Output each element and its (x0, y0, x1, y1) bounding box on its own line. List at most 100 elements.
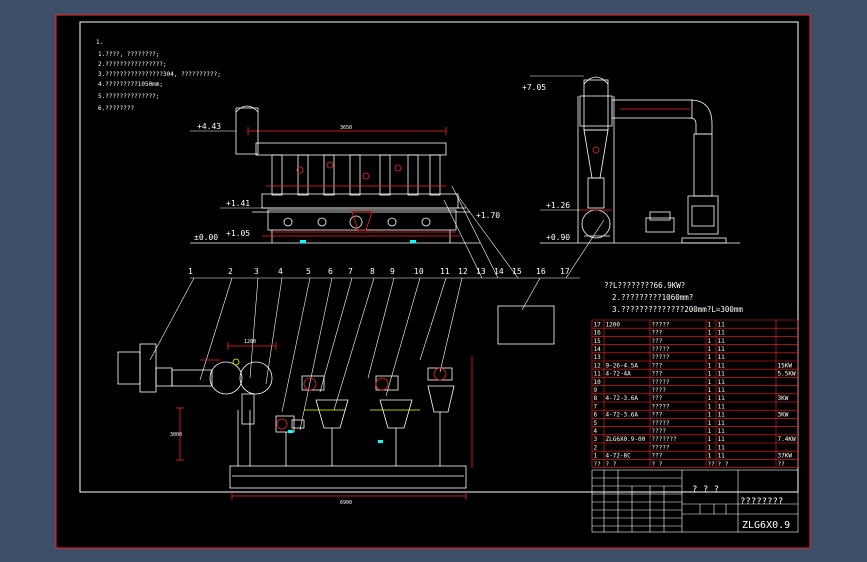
bom-cell: 3KW (778, 395, 789, 402)
bom-cell: 1 (708, 403, 712, 410)
title-drawing-code: ZLG6X0.9 (742, 520, 790, 531)
bom-cell: 37KW (778, 453, 793, 460)
bom-cell: ??? (652, 453, 663, 460)
bom-cell: 1 (708, 387, 712, 394)
callout-number: 1 (188, 267, 193, 276)
bom-cell: ????? (652, 444, 670, 451)
note-line: 1.????, ????????; (98, 51, 159, 58)
callout-number: 11 (440, 267, 450, 276)
bom-cell: 7 (594, 403, 598, 410)
bom-cell: 11 (718, 346, 726, 353)
callout-leaders (149, 185, 605, 431)
bom-header-cell: ?? (778, 461, 786, 468)
drawing-sheet (55, 14, 811, 549)
bom-cell: 1 (708, 379, 712, 386)
bom-cell: ????? (652, 354, 670, 361)
bom-cell: ????? (652, 321, 670, 328)
bom-cell: 4-72-4A (606, 371, 632, 378)
note-line: 4.?????????1050mm; (98, 81, 163, 88)
bom-cell: 1 (708, 321, 712, 328)
bom-cell: 1 (708, 453, 712, 460)
callout-number: 7 (348, 267, 353, 276)
bom-cell: 9 (594, 387, 598, 394)
bom-cell: ZLG6X0.9-00 (606, 436, 646, 443)
notes-heading: 1. (96, 39, 103, 46)
bom-cell: 11 (718, 321, 726, 328)
elevation-label: +1.70 (476, 211, 500, 220)
callout-number: 2 (228, 267, 233, 276)
plan-view (117, 342, 473, 500)
callout-number: 3 (254, 267, 259, 276)
callout-number: 12 (458, 267, 468, 276)
bom-cell: 4-72-3.6A (606, 395, 639, 402)
callout-number: 17 (560, 267, 570, 276)
bom-cell: 1 (708, 371, 712, 378)
callout-number: 6 (328, 267, 333, 276)
bom-cell: 1 (708, 428, 712, 435)
callout-number: 9 (390, 267, 395, 276)
title-drawing-name: ???????? (740, 497, 783, 507)
bom-cell: 6 (594, 412, 598, 419)
bom-cell: 1 (708, 395, 712, 402)
elevation-label: +0.90 (546, 233, 570, 242)
bom-cell: ????? (652, 379, 670, 386)
bom-cell: ??? (652, 330, 663, 337)
bom-cell: 1 (708, 420, 712, 427)
bom-cell: 1 (708, 338, 712, 345)
bom-cell: 5 (594, 420, 598, 427)
note-line: 3.????????????????304, ??????????; (98, 71, 221, 78)
bom-cell: 15KW (778, 362, 793, 369)
bom-cell: 11 (718, 338, 726, 345)
bom-cell: ???? (652, 428, 667, 435)
bom-cell: 1 (708, 436, 712, 443)
bom-cell: 11 (718, 453, 726, 460)
bom-cell: ???? (652, 387, 667, 394)
bom-header-cell: ? ? (718, 461, 729, 468)
bom-cell: 11 (718, 444, 726, 451)
callout-number: 5 (306, 267, 311, 276)
bom-cell: ??? (652, 412, 663, 419)
bom-cell: 11 (718, 387, 726, 394)
title-company: ? ? ? (692, 485, 719, 495)
bom-cell: 10 (594, 379, 602, 386)
bom-cell: 11 (718, 403, 726, 410)
bom-cell: ??? (652, 362, 663, 369)
dimension-label: 1200 (244, 339, 256, 345)
bom-cell: 11 (718, 379, 726, 386)
bom-cell: 15 (594, 338, 602, 345)
note-line: 2.????????????????; (98, 61, 167, 68)
bom-cell: ??? (652, 338, 663, 345)
bom-cell: 11 (718, 412, 726, 419)
elevation-label: ±0.00 (194, 233, 218, 242)
dimension-label: 3000 (170, 432, 182, 438)
bom-cell: 11 (718, 428, 726, 435)
title-block: ? ? ? ???????? ZLG6X0.9 (591, 469, 799, 533)
callout-number: 15 (512, 267, 522, 276)
equipment-box (497, 305, 555, 345)
bom-cell: 2 (594, 444, 598, 451)
callout-numbers: 1 2 3 4 5 6 7 8 9 10 11 12 13 14 15 16 1… (188, 267, 570, 276)
bom-cell: 4 (594, 428, 598, 435)
bom-cell: 4-72-8C (606, 453, 632, 460)
bom-cell: 11 (718, 330, 726, 337)
bom-cell: 11 (718, 420, 726, 427)
callout-number: 4 (278, 267, 283, 276)
bom-cell: 1200 (606, 321, 621, 328)
spec-text: ??L????????66.9KW? 2.?????????1060mm? 3.… (604, 281, 743, 314)
callout-number: 14 (494, 267, 504, 276)
bom-header-cell: ? ? (606, 461, 617, 468)
side-elevation-labels: +7.05 +1.26 +0.90 (522, 75, 584, 242)
bom-cell: 9-26-4.5A (606, 362, 639, 369)
bom-cell: 1 (708, 330, 712, 337)
bom-cell: 3 (594, 436, 598, 443)
bom-cell: 12 (594, 362, 602, 369)
notes-block: 1. 1.????, ????????; 2.????????????????;… (96, 39, 221, 112)
callout-number: 16 (536, 267, 546, 276)
bom-header-cell: ? ? (652, 461, 663, 468)
bom-cell: 11 (718, 371, 726, 378)
bom-cell: 1 (708, 346, 712, 353)
bom-cell: ????? (652, 403, 670, 410)
callout-number: 10 (414, 267, 424, 276)
bom-cell: 8 (594, 395, 598, 402)
